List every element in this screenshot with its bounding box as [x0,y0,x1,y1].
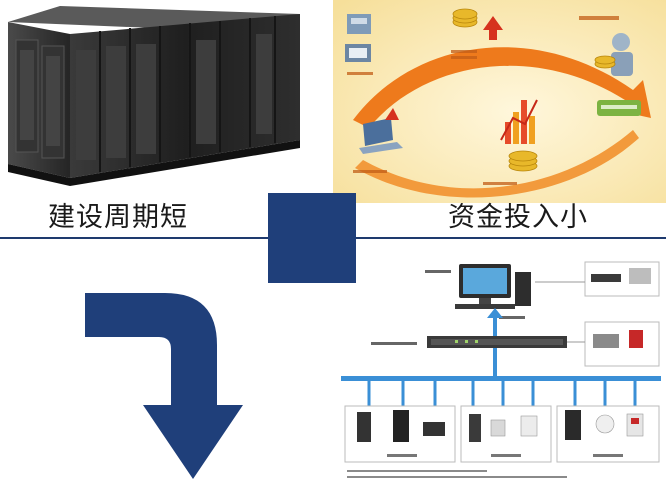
bent-arrow-icon [75,283,255,483]
caption-low-investment: 资金投入小 [448,202,588,233]
investment-flow-image [333,0,666,203]
monitoring-topology-diagram [335,252,666,486]
caption-short-construction: 建设周期短 [48,202,188,233]
center-square [268,193,356,283]
server-cabinet-image [0,0,310,190]
